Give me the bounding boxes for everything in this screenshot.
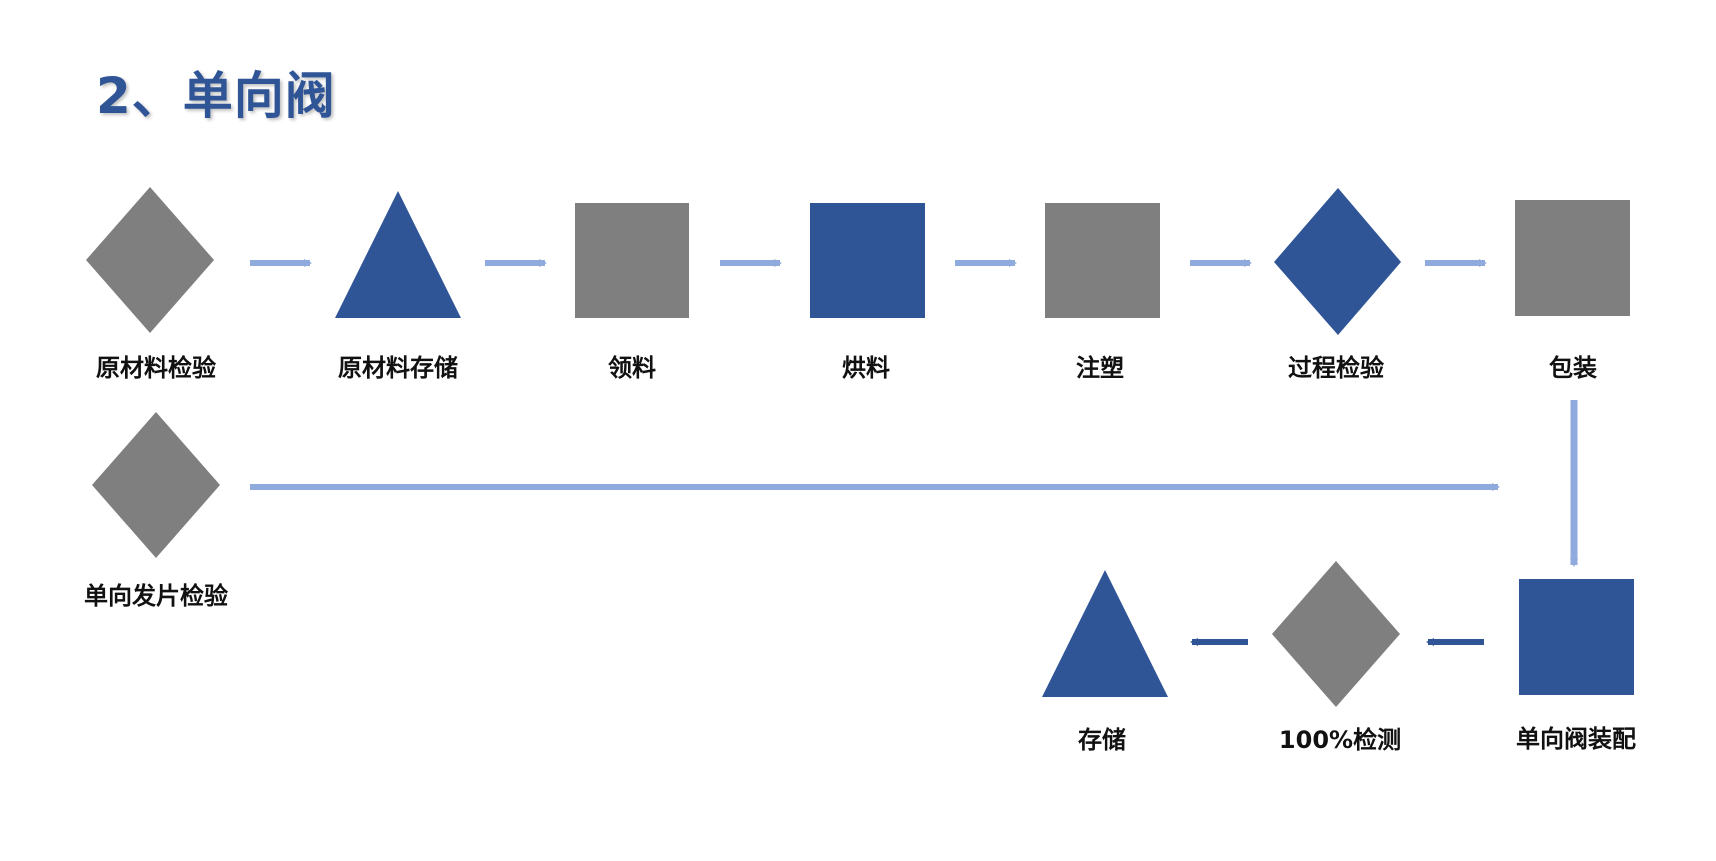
step-label: 注塑 bbox=[1076, 354, 1124, 382]
step-injection-molding-square bbox=[1045, 203, 1160, 318]
page-title: 2、单向阀 bbox=[96, 67, 336, 125]
step-material-storage-triangle bbox=[335, 191, 461, 318]
step-label: 原材料检验 bbox=[96, 354, 216, 382]
step-label: 单向发片检验 bbox=[84, 582, 228, 610]
step-label: 包装 bbox=[1549, 354, 1597, 382]
step-valve-assembly-square bbox=[1519, 579, 1634, 695]
step-label: 过程检验 bbox=[1288, 354, 1384, 382]
step-label: 烘料 bbox=[842, 354, 890, 382]
step-label: 100%检测 bbox=[1279, 726, 1401, 754]
step-storage-triangle bbox=[1042, 570, 1168, 697]
step-full-inspection-diamond bbox=[1272, 561, 1400, 707]
step-label: 原材料存储 bbox=[338, 354, 458, 382]
step-valve-sheet-inspection-diamond bbox=[92, 412, 220, 558]
step-material-issue-square bbox=[575, 203, 689, 318]
step-incoming-material-inspection-diamond bbox=[86, 187, 214, 333]
step-label: 单向阀装配 bbox=[1516, 725, 1636, 753]
step-label: 存储 bbox=[1078, 726, 1126, 754]
step-label: 领料 bbox=[608, 354, 656, 382]
step-material-drying-square bbox=[810, 203, 925, 318]
step-process-inspection-diamond bbox=[1274, 188, 1401, 335]
step-packaging-square bbox=[1515, 200, 1630, 316]
